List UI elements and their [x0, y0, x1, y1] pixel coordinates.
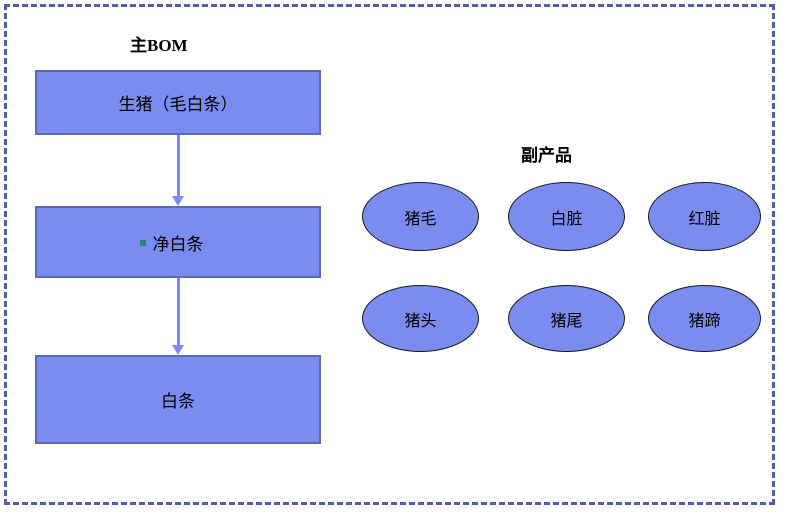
process-node-white-strip-label: 白条 — [161, 392, 195, 411]
process-node-live-pig-label: 生猪（毛白条） — [118, 95, 238, 114]
byproduct-node-pig-trotter[interactable]: 猪蹄 — [648, 285, 761, 352]
process-node-net-strip-label: 净白条 — [139, 230, 204, 255]
byproduct-node-pig-hair-label: 猪毛 — [404, 210, 437, 228]
byproduct-node-white-offal[interactable]: 白脏 — [508, 182, 625, 251]
byproduct-node-red-offal-label: 红脏 — [688, 210, 721, 228]
byproducts-title: 副产品 — [521, 146, 572, 165]
process-node-live-pig[interactable]: 生猪（毛白条） — [35, 70, 321, 135]
byproduct-node-pig-head-label: 猪头 — [404, 312, 437, 330]
byproduct-node-white-offal-label: 白脏 — [550, 210, 583, 228]
process-node-net-strip[interactable]: 净白条 — [35, 206, 321, 278]
process-node-white-strip[interactable]: 白条 — [35, 355, 321, 444]
byproduct-node-pig-head[interactable]: 猪头 — [362, 285, 479, 352]
diagram-outer-frame — [4, 4, 775, 505]
bullet-square-icon — [139, 240, 146, 246]
connector-arrow-live-pig-to-net-strip — [172, 135, 184, 206]
connector-arrow-net-strip-to-white-strip — [172, 278, 184, 355]
arrow-line — [177, 278, 180, 346]
arrow-line — [177, 135, 180, 197]
byproduct-node-red-offal[interactable]: 红脏 — [648, 182, 761, 251]
byproduct-node-pig-tail[interactable]: 猪尾 — [508, 285, 625, 352]
byproduct-node-pig-hair[interactable]: 猪毛 — [362, 182, 479, 251]
byproduct-node-pig-trotter-label: 猪蹄 — [688, 312, 721, 330]
arrow-head-icon — [172, 345, 184, 355]
arrow-head-icon — [172, 196, 184, 206]
main-bom-title: 主BOM — [130, 36, 188, 55]
byproduct-node-pig-tail-label: 猪尾 — [550, 312, 583, 330]
